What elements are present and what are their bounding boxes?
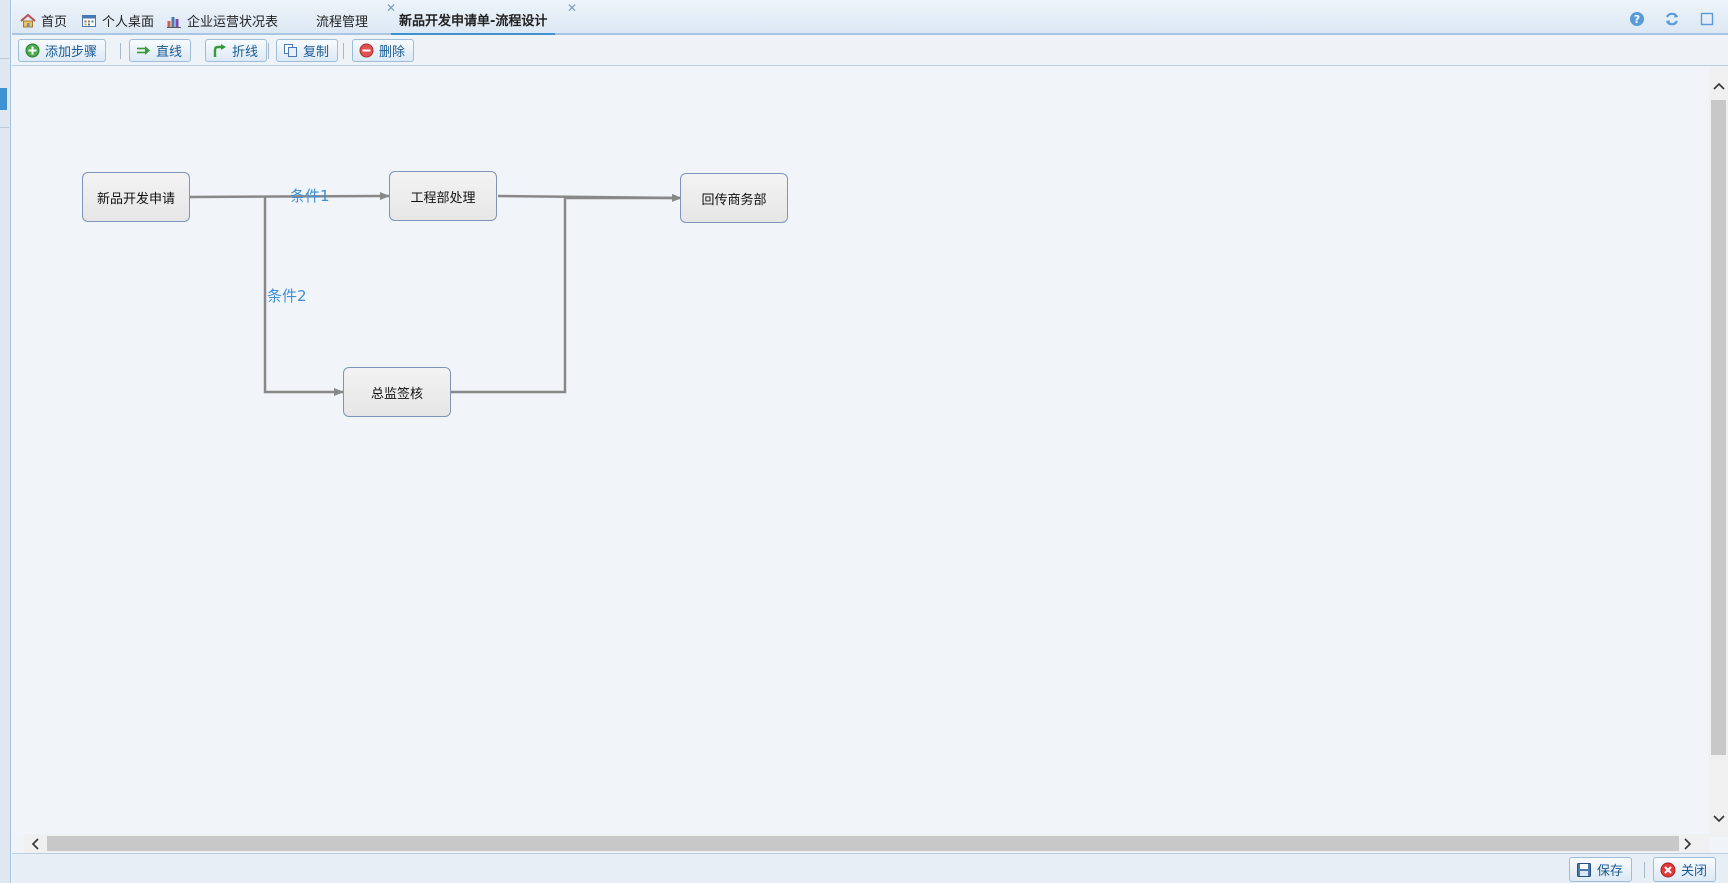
- toolbar-separator: [120, 43, 121, 59]
- node-label: 总监签核: [370, 386, 423, 402]
- vertical-scroll-thumb[interactable]: [1711, 100, 1726, 755]
- flow-connections: [189, 192, 682, 396]
- footer-bar: 保存 关闭: [12, 853, 1728, 883]
- collapsed-sidebar[interactable]: [0, 0, 11, 883]
- copy-button[interactable]: 复制: [276, 39, 339, 62]
- horizontal-scrollbar[interactable]: [24, 834, 1709, 853]
- tab-close-icon[interactable]: ✕: [567, 1, 578, 15]
- polyline-button[interactable]: 折线: [205, 39, 268, 62]
- condition-label-2[interactable]: 条件2: [267, 287, 307, 305]
- svg-text:?: ?: [1634, 13, 1640, 26]
- tab-close-icon[interactable]: ✕: [386, 1, 397, 15]
- scroll-right-icon[interactable]: [1679, 834, 1697, 853]
- flow-node-start[interactable]: 新品开发申请: [82, 172, 190, 222]
- tab-label: 个人桌面: [102, 15, 155, 30]
- tab-label: 新品开发申请单-流程设计: [399, 14, 548, 29]
- tab-label: 企业运营状况表: [187, 15, 279, 30]
- connector-start-to-engineering[interactable]: [189, 192, 390, 201]
- node-label: 回传商务部: [701, 192, 767, 208]
- button-label: 删除: [379, 45, 406, 60]
- tab-process-management[interactable]: 流程管理 ✕: [316, 1, 396, 35]
- sidebar-divider: [0, 58, 9, 59]
- tab-home[interactable]: 首页: [20, 6, 67, 35]
- add-step-button[interactable]: 添加步骤: [18, 39, 107, 62]
- scroll-down-icon[interactable]: [1711, 810, 1726, 828]
- tab-bar: 首页 个人桌面 企业运营状况表 流程管理 ✕ 新品开发申请单-流程设计 ✕ ?: [12, 0, 1728, 35]
- button-label: 复制: [303, 45, 330, 60]
- save-disk-icon: [1576, 862, 1592, 878]
- node-label: 工程部处理: [410, 190, 476, 206]
- vertical-scrollbar[interactable]: [1709, 67, 1728, 837]
- copy-icon: [283, 43, 298, 58]
- maximize-icon[interactable]: [1698, 10, 1716, 28]
- button-label: 关闭: [1681, 864, 1708, 879]
- toolbar-separator: [343, 43, 344, 59]
- tab-flow-design[interactable]: 新品开发申请单-流程设计 ✕: [391, 1, 577, 35]
- sidebar-divider: [0, 127, 9, 128]
- delete-button[interactable]: 删除: [352, 39, 415, 62]
- connector-start-to-director[interactable]: [263, 197, 344, 396]
- button-label: 直线: [156, 45, 183, 60]
- home-icon: [20, 13, 36, 29]
- scroll-up-icon[interactable]: [1711, 77, 1726, 95]
- tab-label: 流程管理: [316, 15, 369, 30]
- arrow-right-icon: [136, 43, 151, 58]
- horizontal-scroll-thumb[interactable]: [47, 836, 1679, 851]
- add-circle-icon: [25, 43, 40, 58]
- button-label: 折线: [232, 45, 259, 60]
- straight-line-button[interactable]: 直线: [129, 39, 192, 62]
- help-icon[interactable]: ?: [1628, 10, 1646, 28]
- flow-node-engineering[interactable]: 工程部处理: [389, 171, 497, 221]
- tab-personal-desktop[interactable]: 个人桌面: [81, 6, 154, 35]
- button-label: 保存: [1597, 864, 1624, 879]
- refresh-icon[interactable]: [1663, 10, 1681, 28]
- scroll-left-icon[interactable]: [26, 834, 44, 853]
- flow-canvas[interactable]: 新品开发申请 工程部处理 回传商务部 总监签核 条件1 条件2: [12, 67, 1709, 837]
- close-circle-icon: [1660, 862, 1676, 878]
- sidebar-active-marker: [0, 88, 7, 110]
- delete-circle-icon: [359, 43, 374, 58]
- flow-node-director[interactable]: 总监签核: [343, 367, 451, 417]
- close-button[interactable]: 关闭: [1653, 857, 1717, 882]
- desktop-grid-icon: [81, 13, 97, 29]
- toolbar-separator: [268, 43, 269, 59]
- connector-director-to-business[interactable]: [451, 196, 672, 394]
- tab-operations-report[interactable]: 企业运营状况表: [166, 6, 278, 35]
- designer-toolbar: 添加步骤 直线 折线 复制 删除: [12, 35, 1728, 66]
- save-button[interactable]: 保存: [1569, 857, 1633, 882]
- footer-separator: [1644, 862, 1645, 878]
- turn-arrow-icon: [212, 43, 227, 58]
- bar-chart-icon: [166, 13, 182, 29]
- tab-label: 首页: [41, 15, 68, 30]
- node-label: 新品开发申请: [96, 191, 175, 207]
- button-label: 添加步骤: [45, 45, 98, 60]
- flow-node-business[interactable]: 回传商务部: [680, 173, 788, 223]
- condition-label-1[interactable]: 条件1: [290, 187, 330, 205]
